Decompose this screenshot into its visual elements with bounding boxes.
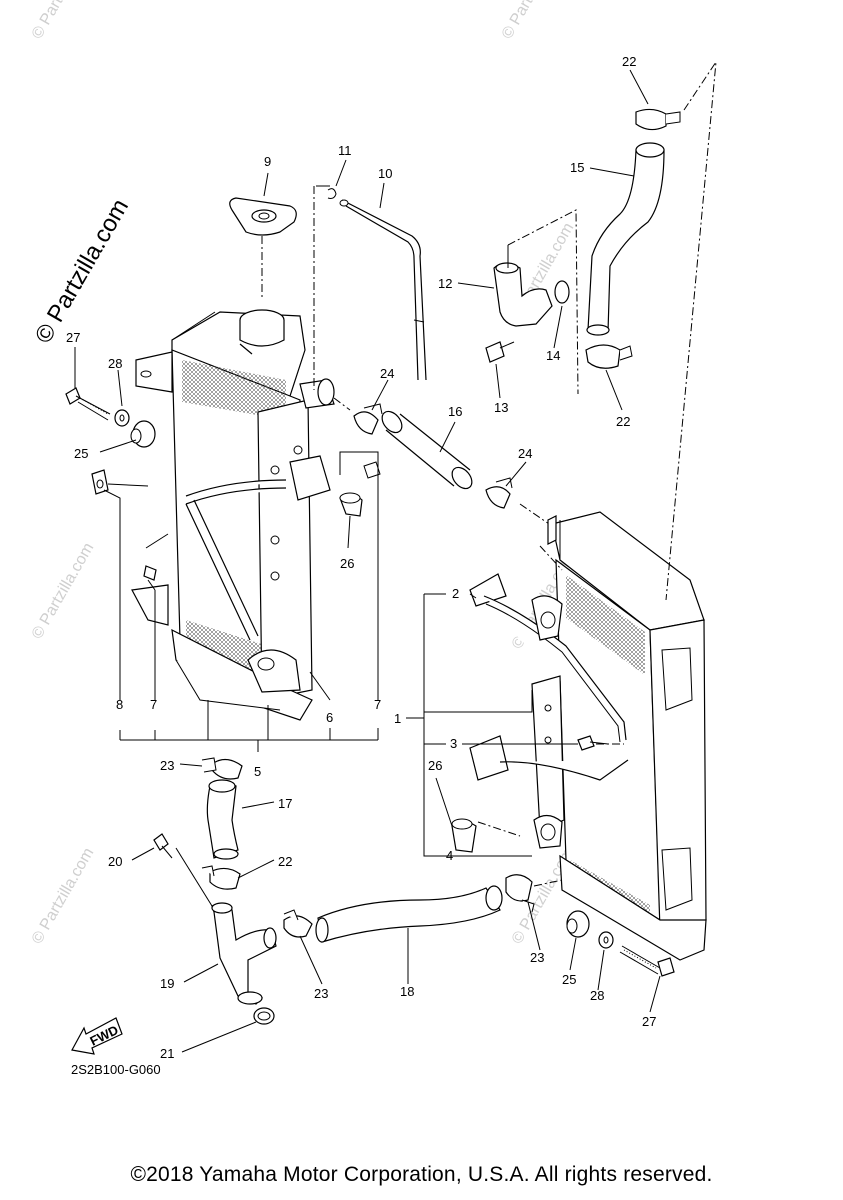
overflow-hose	[327, 188, 427, 381]
callout-26: 26	[428, 758, 442, 773]
callout-25: 25	[74, 446, 88, 461]
callout-22: 22	[616, 414, 630, 429]
callout-20: 20	[108, 854, 122, 869]
callout-22: 22	[278, 854, 292, 869]
radiator-cap	[229, 197, 297, 236]
left-mounting-hardware	[65, 387, 381, 581]
watermark: © Partzilla.com	[29, 540, 98, 642]
hose-16	[333, 397, 553, 527]
callout-17: 17	[278, 796, 292, 811]
callout-1: 1	[394, 711, 401, 726]
callout-25: 25	[562, 972, 576, 987]
callout-5: 5	[254, 764, 261, 779]
callout-23: 23	[160, 758, 174, 773]
right-radiator	[451, 511, 707, 961]
callout-24: 24	[380, 366, 394, 381]
watermark-main: © Partzilla.com	[30, 194, 134, 348]
callout-12: 12	[438, 276, 452, 291]
callout-18: 18	[400, 984, 414, 999]
fwd-arrow-icon: FWD	[71, 1017, 123, 1055]
lower-hoses	[153, 757, 563, 1025]
callout-4: 4	[446, 848, 453, 863]
callout-7: 7	[374, 697, 381, 712]
callout-28: 28	[108, 356, 122, 371]
callout-26: 26	[340, 556, 354, 571]
watermark: © Partzilla.com	[499, 0, 568, 42]
callout-15: 15	[570, 160, 584, 175]
fwd-label: FWD	[88, 1022, 121, 1048]
right-mounting-hardware	[566, 910, 675, 977]
callout-24: 24	[518, 446, 532, 461]
callout-7: 7	[150, 697, 157, 712]
callout-10: 10	[378, 166, 392, 181]
callout-19: 19	[160, 976, 174, 991]
callout-27: 27	[66, 330, 80, 345]
callout-21: 21	[160, 1046, 174, 1061]
callout-11: 11	[338, 143, 352, 158]
callout-labels: 1 2 3 4 5 6 7 7 8 9 10 11 12 13 14 15 16…	[66, 54, 656, 1061]
callout-2: 2	[452, 586, 459, 601]
hose-15	[585, 108, 681, 369]
callout-23: 23	[530, 950, 544, 965]
callout-23: 23	[314, 986, 328, 1001]
callout-3: 3	[450, 736, 457, 751]
callout-16: 16	[448, 404, 462, 419]
callout-14: 14	[546, 348, 560, 363]
callout-28: 28	[590, 988, 604, 1003]
callout-8: 8	[116, 697, 123, 712]
left-radiator	[131, 309, 335, 721]
callout-9: 9	[264, 154, 271, 169]
callout-27: 27	[642, 1014, 656, 1029]
copyright-notice: ©2018 Yamaha Motor Corporation, U.S.A. A…	[130, 1163, 713, 1186]
thermostat-fitting	[485, 262, 570, 363]
callout-22: 22	[622, 54, 636, 69]
diagram-code: 2S2B100-G060	[71, 1062, 161, 1077]
callout-6: 6	[326, 710, 333, 725]
watermark: © Partzilla.com	[29, 0, 98, 42]
leader-lines	[74, 61, 717, 1053]
watermark: © Partzilla.com	[29, 845, 98, 947]
callout-13: 13	[494, 400, 508, 415]
